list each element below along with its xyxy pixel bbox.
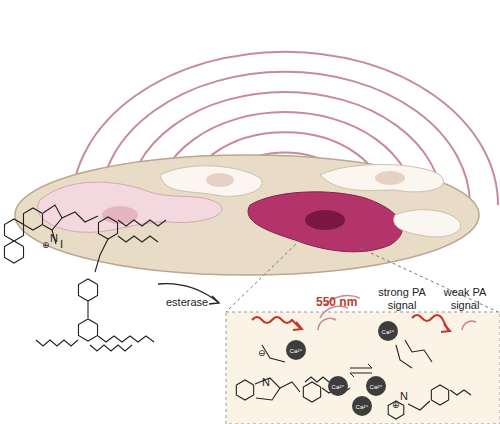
calcium-ion: Ca²⁺: [328, 376, 348, 396]
label: I: [60, 238, 63, 251]
calcium-ion: Ca²⁺: [286, 340, 306, 360]
culture-dish: [15, 155, 479, 275]
bond: [431, 385, 448, 405]
label: weak PA signal: [440, 286, 490, 311]
cell: [160, 166, 262, 197]
label: ⊕: [42, 240, 50, 250]
bond: [118, 220, 166, 226]
arrowhead: [293, 322, 302, 330]
label: strong PA signal: [376, 286, 428, 311]
nucleus: [206, 173, 234, 187]
nucleus: [305, 210, 345, 230]
label: ⊕: [392, 400, 400, 410]
label: N: [262, 376, 270, 389]
label: 550 nm: [316, 296, 357, 310]
nucleus: [375, 171, 405, 185]
bond: [62, 212, 98, 222]
bond: [305, 377, 329, 382]
label: N: [50, 232, 58, 245]
equilibrium-arrow: [350, 373, 372, 377]
label: ⊖: [258, 348, 266, 358]
highlighted-cell: [248, 192, 402, 252]
ion-label: Ca²⁺: [370, 383, 383, 390]
bond: [303, 382, 320, 402]
bond: [78, 319, 97, 341]
cell: [320, 164, 444, 191]
bond: [78, 279, 97, 301]
ion-label: Ca²⁺: [332, 383, 345, 390]
cell: [394, 210, 461, 237]
bond: [280, 382, 300, 392]
bond: [90, 345, 132, 351]
inset-panel: [226, 312, 500, 424]
light-wave: [412, 315, 448, 330]
zoom-line: [226, 240, 300, 312]
bond: [87, 301, 88, 318]
bond: [388, 401, 404, 419]
bond: [4, 219, 23, 241]
label: N: [400, 390, 408, 403]
bond: [118, 236, 158, 242]
light-wave: [252, 317, 300, 328]
bond: [396, 345, 412, 368]
calcium-ion: Ca²⁺: [366, 376, 386, 396]
bond: [36, 340, 78, 346]
bond: [95, 239, 108, 272]
ion-label: Ca²⁺: [356, 403, 369, 410]
equilibrium-arrow: [350, 364, 372, 368]
bond: [4, 241, 23, 263]
bond: [23, 208, 42, 230]
calcium-ion: Ca²⁺: [378, 321, 398, 341]
bond: [43, 205, 62, 230]
ion-label: Ca²⁺: [382, 328, 395, 335]
arrowhead: [209, 296, 219, 304]
zoom-line: [360, 248, 498, 312]
bond: [98, 217, 117, 239]
ion-label: Ca²⁺: [290, 347, 303, 354]
chemical-structure: [4, 205, 471, 419]
bond: [98, 336, 154, 342]
bond: [450, 390, 471, 395]
bond: [405, 340, 432, 362]
arrowhead: [441, 324, 450, 332]
bond: [236, 380, 253, 400]
label: esterase: [166, 296, 208, 309]
bond: [408, 401, 430, 410]
calcium-ion: Ca²⁺: [352, 396, 372, 416]
